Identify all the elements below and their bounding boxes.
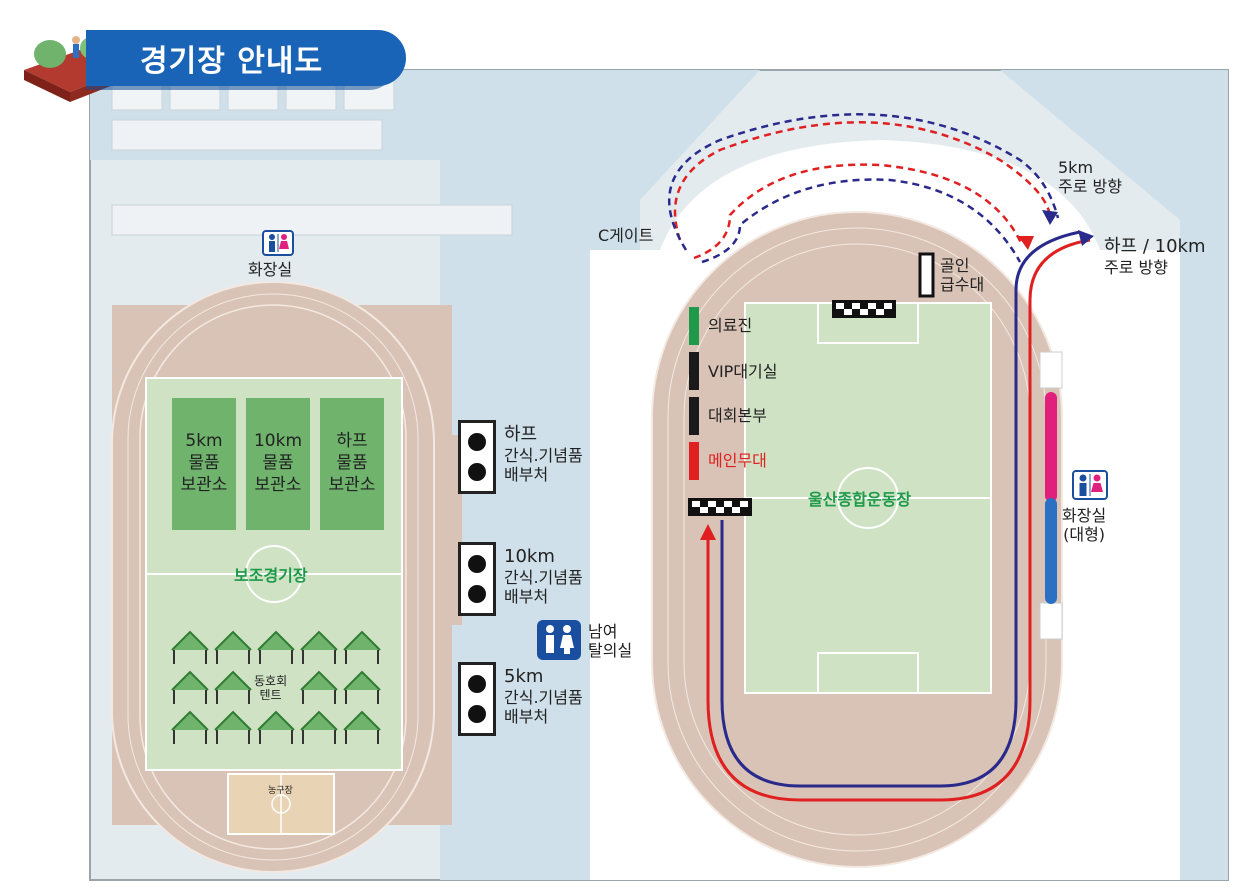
route-red — [706, 238, 1091, 802]
club-tent-line1: 동호회 — [254, 674, 288, 688]
route-half-line1: 하프 / 10km — [1104, 236, 1206, 257]
large-restroom-line2: (대형) — [1063, 525, 1106, 545]
storage-line1: 물품 — [262, 453, 294, 474]
storage-line2: 보관소 — [180, 475, 228, 496]
restroom-label: 화장실 — [248, 260, 293, 279]
goal-water-label: 골인 급수대 — [940, 256, 984, 294]
storage-course: 10km — [253, 431, 303, 451]
facility-bar-hq — [689, 397, 699, 435]
large-restroom-line1: 화장실 — [1062, 506, 1107, 525]
start-marker — [688, 498, 752, 516]
aux-field-name: 보조경기장 — [234, 566, 308, 585]
parking-lots — [111, 73, 513, 236]
distribution-line2: 배부처 — [504, 706, 549, 726]
distribution-10km: 10km 간식.기념품 배부처 — [504, 546, 583, 606]
basketball-label: 농구장 — [268, 786, 293, 796]
storage-half: 하프 물품 보관소 — [320, 398, 384, 530]
route-half-10km-label: 하프 / 10km 주로 방향 — [1104, 236, 1206, 277]
large-restroom-icon — [1072, 470, 1108, 500]
club-tent-line2: 텐트 — [259, 688, 282, 703]
route-blue — [720, 230, 1081, 788]
route-5km-label: 5km 주로 방향 — [1058, 158, 1122, 196]
route-5km-dashed-blue — [668, 113, 1060, 251]
storage-line1: 물품 — [336, 453, 368, 474]
main-stadium-name: 울산종합운동장 — [808, 490, 912, 509]
distribution-marker-5km — [458, 662, 496, 736]
changing-room-label: 남여 탈의실 — [588, 622, 632, 660]
storage-line2: 보관소 — [328, 475, 376, 496]
distribution-line1: 간식.기념품 — [504, 687, 583, 707]
distribution-line1: 간식.기념품 — [504, 445, 583, 465]
goal-line2: 급수대 — [940, 275, 985, 295]
goal-line1: 골인 — [940, 256, 970, 275]
club-tent-label: 동호회 텐트 — [254, 674, 288, 703]
changing-room-icon — [537, 620, 581, 660]
aux-field-walk — [432, 435, 462, 625]
route-5km-line1: 5km — [1058, 158, 1094, 177]
storage-10km: 10km 물품 보관소 — [246, 398, 310, 530]
distribution-line1: 간식.기념품 — [504, 567, 583, 587]
aux-track-inner — [139, 304, 407, 850]
aux-track-lane — [127, 293, 419, 861]
facility-medical: 의료진 — [708, 316, 753, 335]
route-5km-line2: 주로 방향 — [1058, 177, 1122, 197]
distribution-marker-half — [458, 420, 496, 494]
large-restroom-label: 화장실 (대형) — [1062, 506, 1106, 544]
storage-5km: 5km 물품 보관소 — [172, 398, 236, 530]
club-tents — [171, 630, 381, 744]
route-5km-dashed-red — [673, 121, 1052, 241]
storage-course: 5km — [185, 431, 223, 451]
facility-vip: VIP대기실 — [708, 362, 778, 381]
distribution-line2: 배부처 — [504, 464, 549, 484]
facility-bar-vip — [689, 352, 699, 390]
restroom-bar-female — [1045, 392, 1057, 502]
goal-marker — [832, 300, 896, 318]
storage-line2: 보관소 — [254, 475, 302, 496]
storage-course: 하프 — [336, 431, 368, 451]
distribution-half: 하프 간식.기념품 배부처 — [504, 424, 583, 484]
facility-bar-medical — [689, 307, 699, 345]
route-dashed-inner — [693, 163, 1024, 260]
distribution-line2: 배부처 — [504, 586, 549, 606]
facility-bar-stage — [689, 442, 699, 480]
c-gate-label: C게이트 — [598, 226, 654, 245]
water-station-marker — [918, 252, 935, 298]
distribution-marker-10km — [458, 542, 496, 616]
map-title: 경기장 안내도 — [140, 44, 324, 79]
changing-room-line1: 남여 — [588, 622, 618, 641]
storage-line1: 물품 — [188, 453, 220, 474]
map-title-banner: 경기장 안내도 — [0, 24, 410, 102]
changing-room-line2: 탈의실 — [588, 641, 633, 661]
distribution-course: 5km — [504, 666, 544, 687]
distribution-course: 10km — [504, 546, 555, 567]
distribution-5km: 5km 간식.기념품 배부처 — [504, 666, 583, 726]
facility-stage: 메인무대 — [708, 451, 767, 470]
distribution-course: 하프 — [504, 424, 538, 445]
facility-hq: 대회본부 — [708, 406, 767, 425]
restroom-icon — [262, 230, 294, 256]
restroom-bar-male — [1045, 498, 1057, 604]
route-half-line2: 주로 방향 — [1104, 257, 1168, 277]
